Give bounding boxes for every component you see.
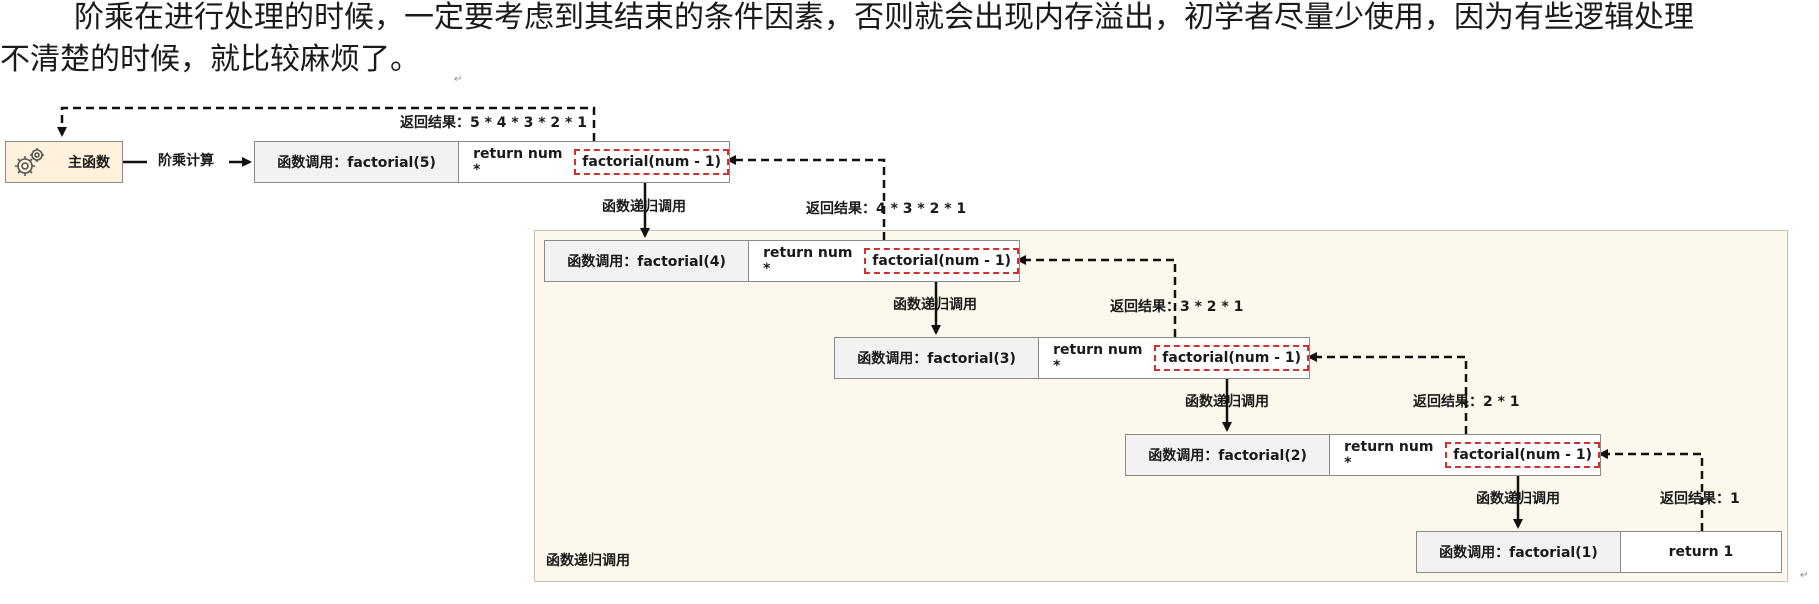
return-cell-1: return 1	[1620, 532, 1781, 572]
return-result-4: 返回结果：4 * 3 * 2 * 1	[806, 201, 967, 217]
return-cell-5: return num * factorial(num - 1)	[459, 142, 729, 182]
return-arrow-1	[1598, 449, 1704, 531]
return-cell-4: return num * factorial(num - 1)	[749, 241, 1019, 281]
return-result-2: 返回结果：2 * 1	[1413, 394, 1520, 410]
return-prefix-1: return 1	[1668, 544, 1734, 560]
paragraph-line-2: 不清楚的时候，就比较麻烦了。	[0, 42, 420, 77]
main-function-label: 主函数	[68, 155, 110, 171]
return-result-5: 返回结果：5 * 4 * 3 * 2 * 1	[400, 115, 587, 131]
panel-label: 函数递归调用	[546, 553, 630, 569]
return-prefix-4: return num *	[763, 245, 853, 277]
return-cell-3: return num * factorial(num - 1)	[1039, 338, 1309, 378]
call-cell-5: 函数调用：factorial(5)	[255, 142, 460, 182]
call-cell-1: 函数调用：factorial(1)	[1417, 532, 1621, 572]
call-box-1: 函数调用：factorial(1) return 1	[1416, 531, 1782, 573]
return-prefix-3: return num *	[1053, 342, 1143, 374]
factorial-calc-label: 阶乘计算	[158, 153, 214, 169]
paragraph-return-mark: ↵	[454, 74, 463, 85]
call-cell-3: 函数调用：factorial(3)	[835, 338, 1040, 378]
recursive-call-label-4: 函数递归调用	[602, 199, 686, 215]
panel-return-mark: ↵	[1800, 570, 1809, 581]
main-function-box: 主函数	[5, 141, 123, 183]
return-cell-2: return num * factorial(num - 1)	[1330, 435, 1600, 475]
recursive-call-4: factorial(num - 1)	[864, 248, 1019, 274]
recursive-call-2: factorial(num - 1)	[1445, 442, 1600, 468]
return-prefix-5: return num *	[473, 146, 563, 178]
gear-icon	[12, 144, 48, 180]
call-box-4: 函数调用：factorial(4) return num * factorial…	[544, 240, 1020, 282]
return-arrow-4	[726, 155, 886, 240]
return-result-1: 返回结果：1	[1660, 491, 1740, 507]
call-box-5: 函数调用：factorial(5) return num * factorial…	[254, 141, 730, 183]
recursive-call-label-3: 函数递归调用	[893, 297, 977, 313]
recursive-call-5: factorial(num - 1)	[574, 149, 729, 175]
recursive-call-label-1: 函数递归调用	[1476, 491, 1560, 507]
return-arrow-5	[57, 106, 596, 141]
recursion-panel	[534, 230, 1788, 582]
call-cell-4: 函数调用：factorial(4)	[545, 241, 750, 281]
paragraph-line-1: 阶乘在进行处理的时候，一定要考虑到其结束的条件因素，否则就会出现内存溢出，初学者…	[74, 0, 1694, 35]
return-result-3: 返回结果：3 * 2 * 1	[1110, 299, 1244, 315]
recursive-call-3: factorial(num - 1)	[1154, 345, 1309, 371]
call-cell-2: 函数调用：factorial(2)	[1126, 435, 1331, 475]
recursive-call-label-2: 函数递归调用	[1185, 394, 1269, 410]
call-box-2: 函数调用：factorial(2) return num * factorial…	[1125, 434, 1601, 476]
return-prefix-2: return num *	[1344, 439, 1434, 471]
call-box-3: 函数调用：factorial(3) return num * factorial…	[834, 337, 1310, 379]
